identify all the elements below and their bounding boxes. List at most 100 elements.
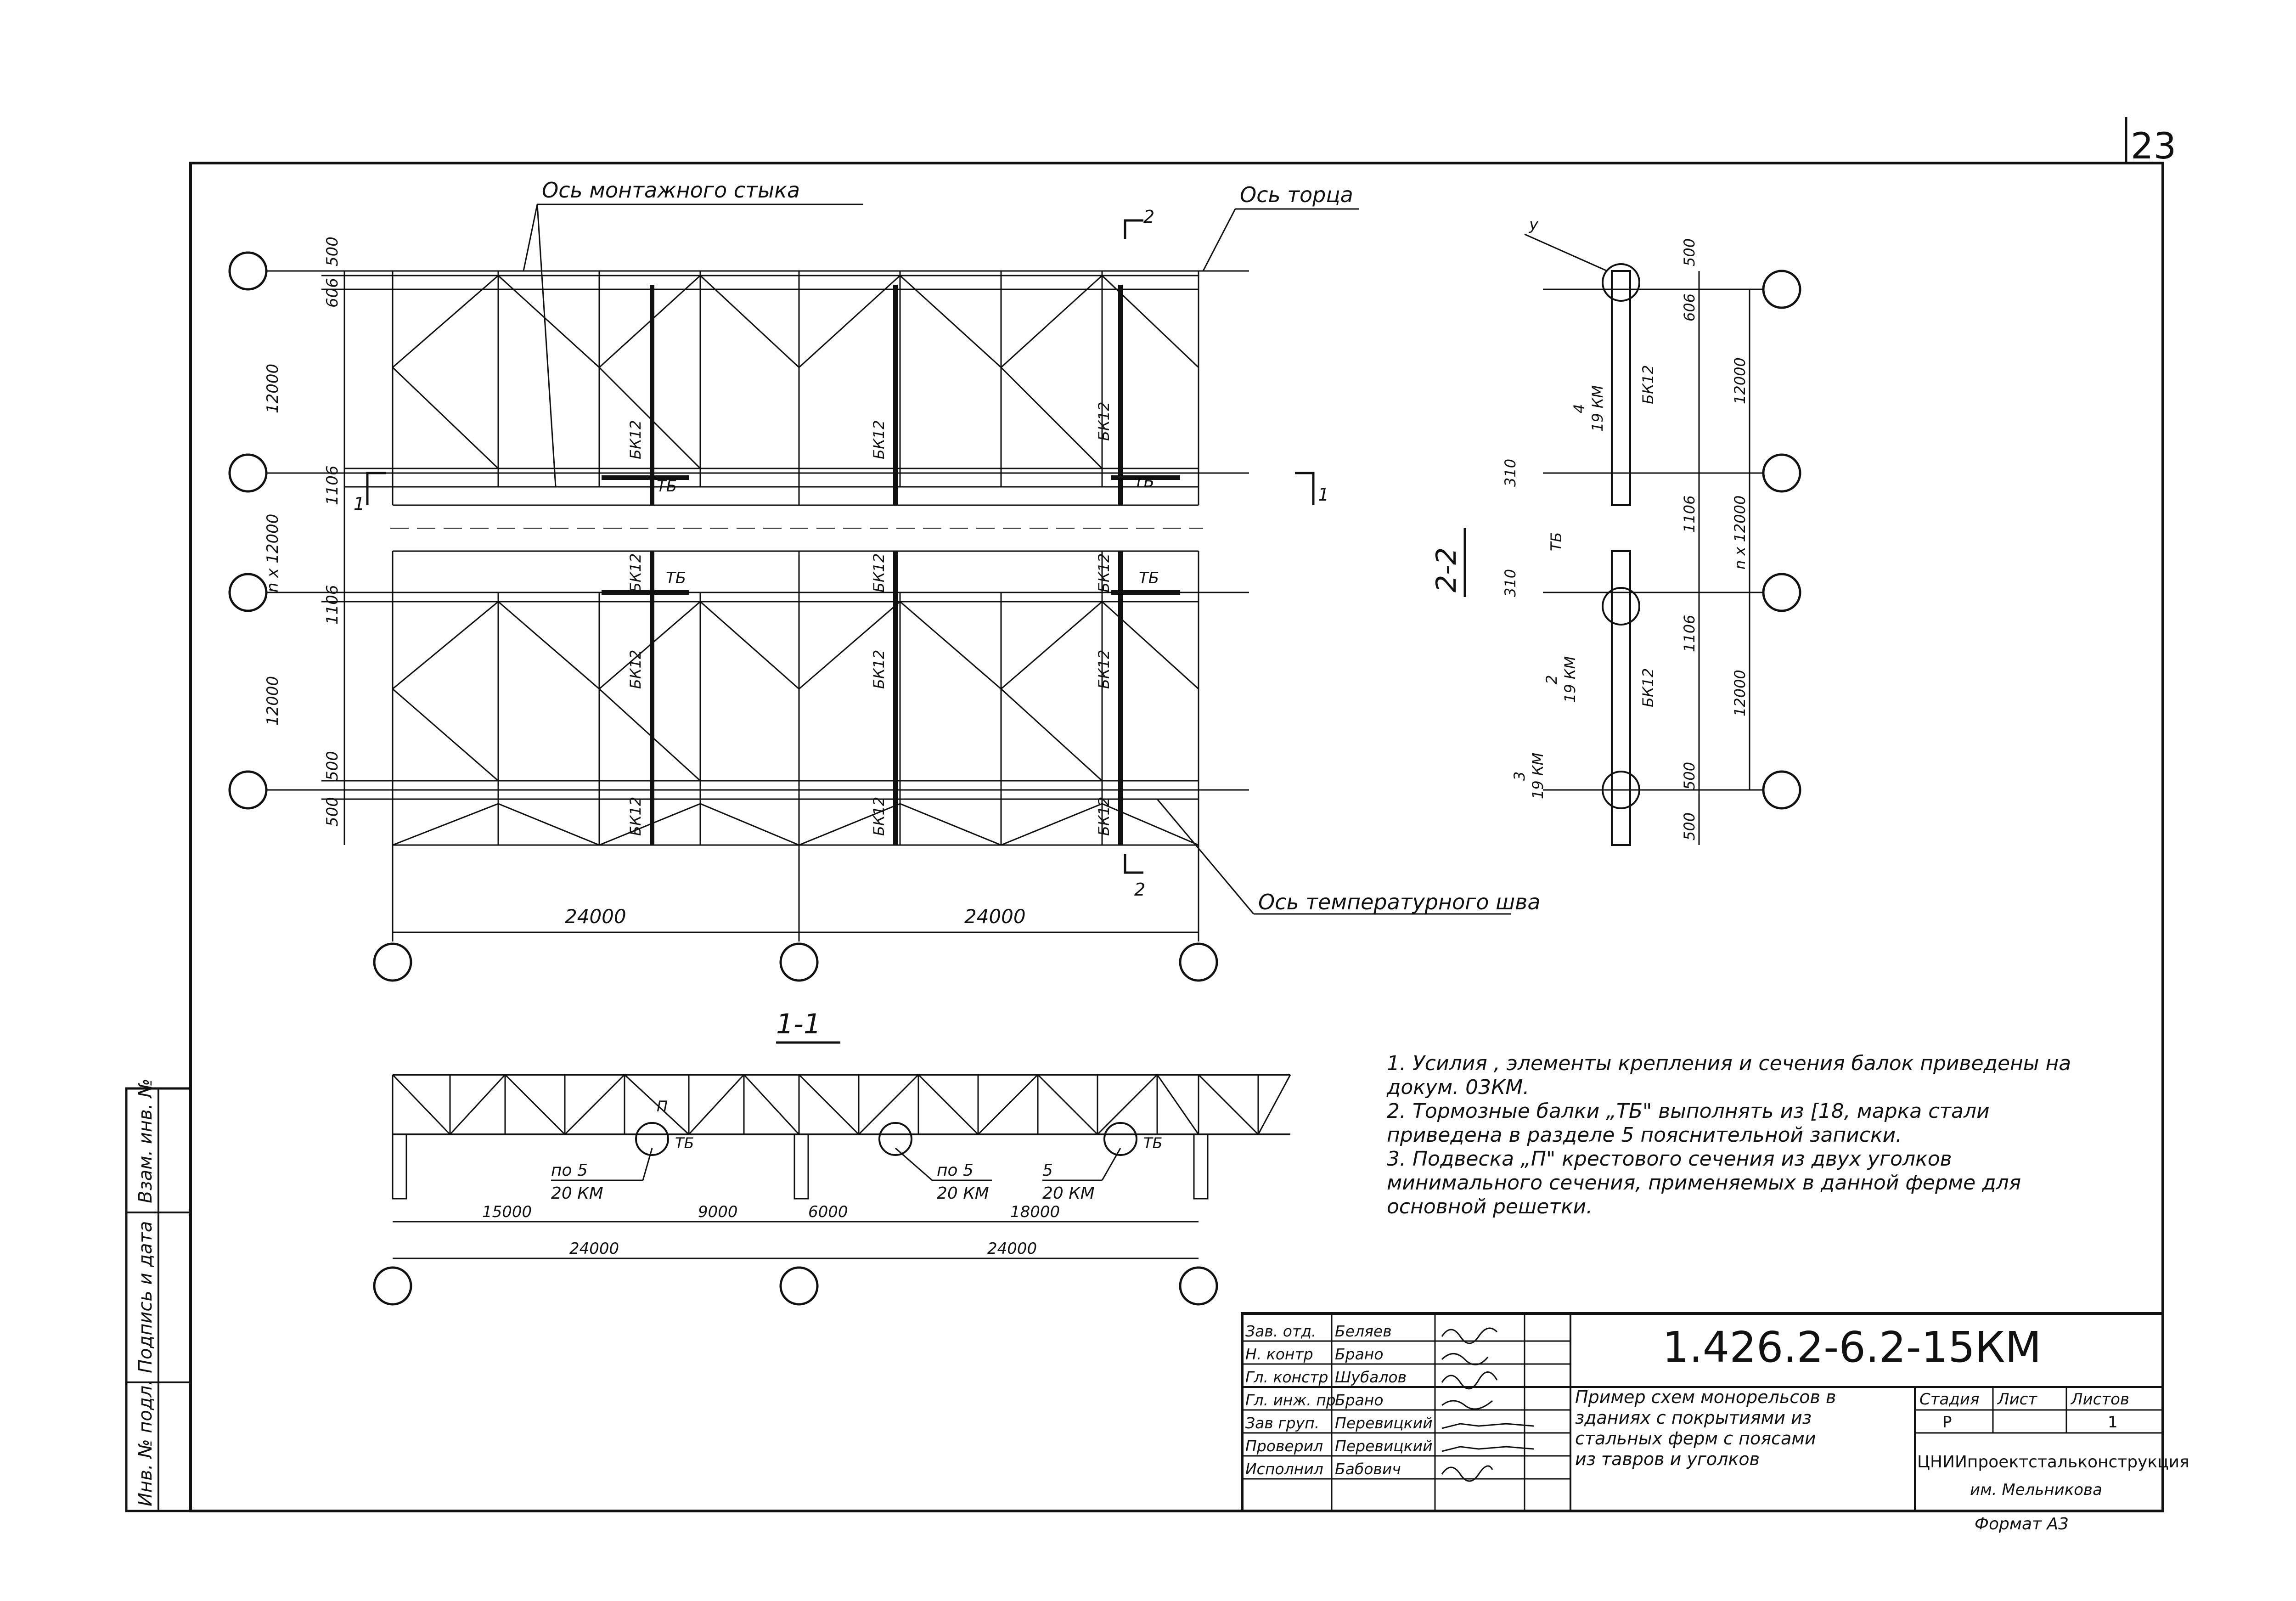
svg-text:18000: 18000 (1010, 1203, 1060, 1221)
label-axis-end: Ось торца (1240, 182, 1353, 207)
svg-text:Зав. отд.: Зав. отд. (1245, 1322, 1317, 1340)
svg-text:Зав груп.: Зав груп. (1245, 1414, 1319, 1432)
svg-text:Брано: Брано (1335, 1391, 1384, 1409)
svg-text:ТБ: ТБ (1548, 532, 1565, 552)
label-axis-mounting-joint: Ось монтажного стыка (542, 178, 800, 203)
svg-text:БК12: БК12 (1095, 797, 1113, 836)
svg-text:500: 500 (323, 797, 342, 827)
svg-text:500: 500 (323, 751, 342, 781)
svg-text:БК12: БК12 (1095, 650, 1113, 689)
svg-text:12000: 12000 (1731, 357, 1749, 404)
plan-view: 500 606 12000 1106 n x 12000 1106 12000 … (228, 178, 1541, 982)
svg-text:БК12: БК12 (1095, 553, 1113, 592)
svg-text:Проверил: Проверил (1245, 1437, 1323, 1455)
svg-text:ТБ: ТБ (1143, 1134, 1163, 1152)
general-notes: 1. Усилия , элементы крепления и сечения… (1387, 1052, 2103, 1219)
svg-text:606: 606 (323, 278, 342, 308)
svg-text:1106: 1106 (1681, 496, 1698, 533)
section-2-2-title: 2-2 (1430, 547, 1463, 592)
svg-text:по 5: по 5 (551, 1161, 588, 1180)
svg-text:ТБ: ТБ (1139, 569, 1159, 587)
svg-text:19 КМ: 19 КМ (1529, 753, 1547, 799)
sheet-format: Формат А3 (1975, 1515, 2069, 1533)
svg-text:5: 5 (1042, 1161, 1053, 1180)
svg-text:Листов: Листов (2070, 1390, 2129, 1409)
frame-border (189, 162, 2164, 1512)
svg-text:2: 2 (1543, 675, 1560, 684)
svg-text:1106: 1106 (323, 585, 342, 625)
svg-text:20 КМ: 20 КМ (937, 1184, 989, 1203)
label-axis-temperature-joint: Ось температурного шва (1258, 890, 1541, 914)
svg-text:19 КМ: 19 КМ (1561, 656, 1579, 703)
svg-text:БК12: БК12 (1639, 668, 1657, 707)
svg-text:БК12: БК12 (627, 797, 644, 836)
svg-text:БК12: БК12 (627, 650, 644, 689)
svg-text:Беляев: Беляев (1335, 1322, 1392, 1340)
svg-text:Н. контр: Н. контр (1245, 1345, 1313, 1363)
stamp-replaced-inv: Взам. инв. № (135, 1078, 156, 1203)
svg-text:2: 2 (1134, 879, 1145, 900)
svg-text:15000: 15000 (482, 1203, 532, 1221)
svg-text:1: 1 (2108, 1413, 2118, 1432)
note-3: 3. Подвеска „П" крестового сечения из дв… (1387, 1147, 2021, 1218)
svg-text:20 КМ: 20 КМ (1042, 1184, 1095, 1203)
svg-text:9000: 9000 (698, 1203, 738, 1221)
plan-dim-bay-1: 24000 (565, 905, 626, 928)
svg-text:n x 12000: n x 12000 (1731, 496, 1749, 569)
svg-text:Перевицкий: Перевицкий (1335, 1437, 1433, 1455)
svg-text:БК12: БК12 (870, 553, 888, 592)
org-name: ЦНИИпроектстальконструкция (1917, 1453, 2189, 1471)
svg-text:500: 500 (1681, 812, 1698, 840)
svg-text:БК12: БК12 (1095, 402, 1113, 441)
svg-text:1106: 1106 (323, 465, 342, 505)
svg-text:стальных ферм с поясами: стальных ферм с поясами (1575, 1428, 1816, 1449)
svg-text:Бабович: Бабович (1335, 1460, 1401, 1478)
svg-text:6000: 6000 (808, 1203, 848, 1221)
svg-text:Стадия: Стадия (1919, 1390, 1979, 1409)
org-sub: им. Мельникова (1970, 1481, 2102, 1499)
svg-text:606: 606 (1681, 293, 1698, 321)
svg-text:БК12: БК12 (870, 650, 888, 689)
svg-text:19 КМ: 19 КМ (1589, 385, 1606, 432)
side-stamp: Инв. № подл. Подпись и дата Взам. инв. № (125, 1078, 192, 1512)
svg-text:у: у (1529, 215, 1539, 234)
svg-text:n x 12000: n x 12000 (264, 514, 282, 592)
svg-text:20 КМ: 20 КМ (551, 1184, 603, 1203)
svg-text:12000: 12000 (1731, 670, 1749, 716)
stamp-sign-date: Подпись и дата (135, 1221, 156, 1373)
svg-text:12000: 12000 (264, 676, 282, 726)
svg-text:ТБ: ТБ (666, 569, 686, 587)
svg-text:БК12: БК12 (870, 797, 888, 836)
svg-text:310: 310 (1502, 569, 1519, 597)
svg-text:Р: Р (1942, 1413, 1952, 1432)
svg-text:Брано: Брано (1335, 1345, 1384, 1363)
svg-text:зданиях с покрытиями из: зданиях с покрытиями из (1575, 1408, 1812, 1428)
svg-text:Гл. констр: Гл. констр (1245, 1368, 1328, 1386)
svg-text:3: 3 (1511, 772, 1528, 781)
section-2-2: 2-2 500 606 12000 1106 n x 12000 1106 12… (1430, 215, 1801, 846)
stamp-inv-number: Инв. № подл. (135, 1380, 156, 1506)
svg-text:ТБ: ТБ (675, 1134, 694, 1152)
svg-text:4: 4 (1570, 404, 1588, 413)
svg-text:ТБ: ТБ (657, 477, 677, 496)
section-1-1: 1-1 (373, 1008, 1291, 1306)
svg-text:500: 500 (1681, 762, 1698, 790)
svg-text:Шубалов: Шубалов (1335, 1368, 1407, 1386)
svg-text:500: 500 (1681, 238, 1698, 266)
svg-text:БК12: БК12 (870, 420, 888, 459)
svg-text:Пример схем монорельсов в: Пример схем монорельсов в (1575, 1387, 1836, 1407)
plan-dim-bay-2: 24000 (964, 905, 1026, 928)
svg-text:БК12: БК12 (1639, 365, 1657, 404)
svg-text:1106: 1106 (1681, 615, 1698, 652)
svg-text:из тавров и уголков: из тавров и уголков (1575, 1449, 1760, 1469)
svg-text:по 5: по 5 (937, 1161, 974, 1180)
svg-text:Лист: Лист (1997, 1390, 2037, 1409)
svg-text:БК12: БК12 (627, 420, 644, 459)
svg-text:Перевицкий: Перевицкий (1335, 1414, 1433, 1432)
note-1: 1. Усилия , элементы крепления и сечения… (1387, 1052, 2071, 1099)
svg-text:24000: 24000 (569, 1240, 619, 1258)
svg-text:Исполнил: Исполнил (1245, 1460, 1323, 1478)
title-block: 1.426.2-6.2-15КМ Зав. отд. Беляев Н. кон… (1241, 1312, 2189, 1533)
doc-code: 1.426.2-6.2-15КМ (1662, 1323, 2042, 1372)
svg-text:Гл. инж. пр.: Гл. инж. пр. (1245, 1391, 1340, 1409)
